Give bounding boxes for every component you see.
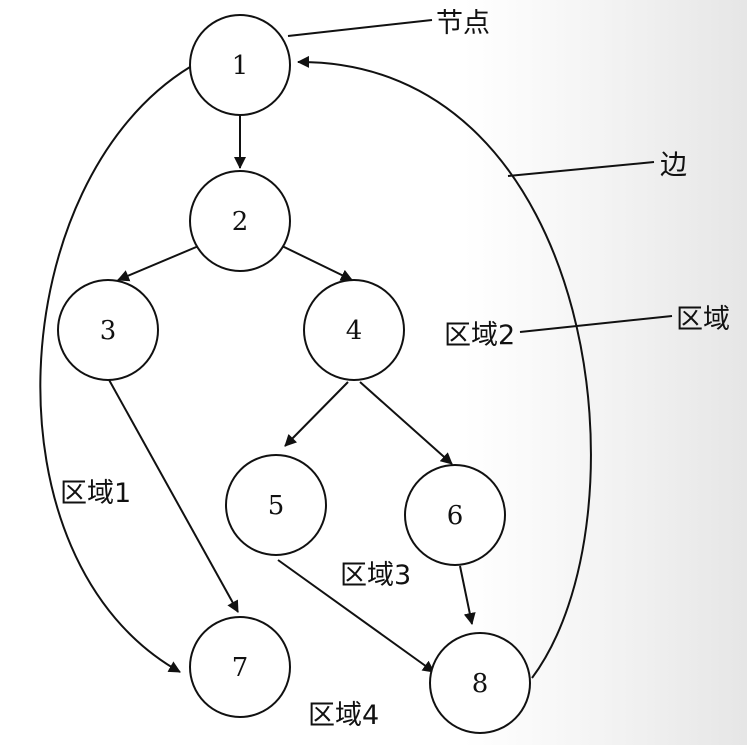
annotation-node-label: 节点 [436, 8, 490, 39]
node-label-5: 5 [268, 491, 285, 521]
node-label-1: 1 [232, 51, 249, 81]
annotation-region-label: 区域 [676, 304, 730, 335]
edge-8-1 [297, 55, 592, 679]
node-8: 8 [429, 632, 531, 734]
node-label-4: 4 [346, 316, 363, 346]
edge-1-7 [39, 66, 191, 673]
edge-3-7 [107, 377, 239, 613]
leader-node [287, 19, 433, 37]
node-label-8: 8 [472, 669, 489, 699]
leader-region [519, 315, 673, 333]
leader-edge [507, 161, 655, 177]
annotation-edge-label: 边 [660, 150, 687, 181]
annotation-leaders [287, 19, 673, 333]
edge-2-3 [117, 244, 202, 282]
node-2: 2 [189, 170, 291, 272]
node-label-7: 7 [232, 653, 249, 683]
node-label-3: 3 [100, 316, 117, 346]
edge-4-5 [284, 381, 349, 447]
node-1: 1 [189, 14, 291, 116]
node-7: 7 [189, 616, 291, 718]
edge-2-4 [279, 244, 353, 281]
node-3: 3 [57, 279, 159, 381]
edge-5-8 [277, 559, 435, 673]
region-label-1: 区域1 [60, 478, 131, 509]
node-label-2: 2 [232, 207, 249, 237]
edge-4-6 [359, 381, 453, 465]
edge-6-8 [459, 565, 476, 625]
region-label-2: 区域2 [444, 320, 515, 351]
edges [39, 55, 592, 679]
node-label-6: 6 [447, 501, 464, 531]
region-label-4: 区域4 [308, 700, 379, 731]
node-6: 6 [404, 464, 506, 566]
region-label-3: 区域3 [340, 560, 411, 591]
node-5: 5 [225, 454, 327, 556]
node-4: 4 [303, 279, 405, 381]
